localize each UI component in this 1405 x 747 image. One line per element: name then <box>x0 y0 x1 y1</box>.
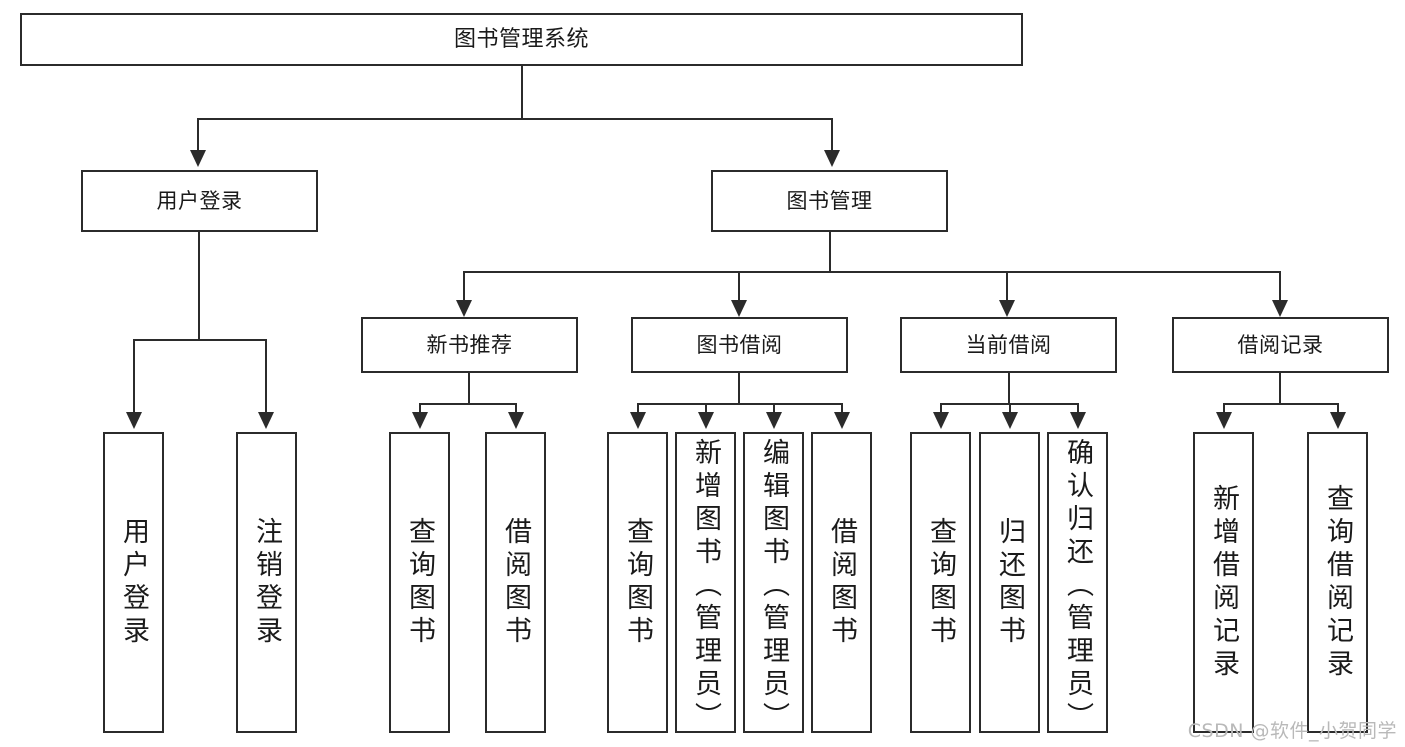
arrowhead-root-to-user-login <box>190 150 206 167</box>
node-label: 用户登录 <box>156 188 243 213</box>
connector-new-book-bus <box>419 403 517 405</box>
connector-borrow-record-leaf-1 <box>1223 403 1225 412</box>
connector-root-to-user-login <box>197 118 199 150</box>
connector-user-login-to-leaf-1 <box>133 339 135 412</box>
connector-borrow-record-leaf-2 <box>1337 403 1339 412</box>
node-label: 归还图书 <box>994 516 1025 649</box>
node-user-login[interactable]: 用户登录 <box>81 170 318 232</box>
connector-bm-to-borrow-record <box>1279 271 1281 301</box>
node-borrow-record[interactable]: 借阅记录 <box>1172 317 1389 373</box>
arrowhead-current-borrow-leaf-1 <box>933 412 949 429</box>
connector-user-login-stem <box>198 232 200 340</box>
connector-current-borrow-leaf-2 <box>1009 403 1011 412</box>
arrowhead-new-book-leaf-1 <box>412 412 428 429</box>
arrowhead-root-to-book-management <box>824 150 840 167</box>
connector-new-book-stem <box>468 373 470 404</box>
connector-root-stem <box>521 66 523 119</box>
connector-book-borrow-bus <box>637 403 842 405</box>
node-label: 用户登录 <box>118 516 149 649</box>
node-root-book-management-system[interactable]: 图书管理系统 <box>20 13 1023 66</box>
node-label: 查询图书 <box>622 516 653 649</box>
leaf-borrow-book-recommend[interactable]: 借阅图书 <box>485 432 546 733</box>
leaf-confirm-return-admin[interactable]: 确认归还（管理员） <box>1047 432 1108 735</box>
connector-root-to-book-management <box>831 118 833 150</box>
leaf-query-borrow-record[interactable]: 查询借阅记录 <box>1307 432 1368 733</box>
node-label: 借阅记录 <box>1237 332 1324 357</box>
node-label: 图书借阅 <box>696 332 783 357</box>
node-label: 编辑图书（管理员） <box>758 438 789 735</box>
leaf-return-book[interactable]: 归还图书 <box>979 432 1040 733</box>
connector-current-borrow-stem <box>1008 373 1010 404</box>
arrowhead-bm-new-book <box>456 300 472 317</box>
arrowhead-bm-current-borrow <box>999 300 1015 317</box>
arrowhead-book-borrow-leaf-1 <box>630 412 646 429</box>
node-label: 借阅图书 <box>500 516 531 649</box>
node-label: 查询图书 <box>404 516 435 649</box>
arrowhead-current-borrow-leaf-3 <box>1070 412 1086 429</box>
arrowhead-bm-borrow-record <box>1272 300 1288 317</box>
connector-book-borrow-leaf-3 <box>773 403 775 412</box>
node-label: 查询借阅记录 <box>1322 483 1353 682</box>
arrowhead-bm-book-borrow <box>731 300 747 317</box>
connector-new-book-leaf-1 <box>419 403 421 412</box>
arrowhead-new-book-leaf-2 <box>508 412 524 429</box>
arrowhead-current-borrow-leaf-2 <box>1002 412 1018 429</box>
connector-book-borrow-stem <box>738 373 740 404</box>
leaf-query-book-recommend[interactable]: 查询图书 <box>389 432 450 733</box>
connector-borrow-record-stem <box>1279 373 1281 404</box>
connector-book-borrow-leaf-2 <box>705 403 707 412</box>
node-new-book-recommend[interactable]: 新书推荐 <box>361 317 578 373</box>
node-label: 借阅图书 <box>826 516 857 649</box>
node-book-borrow[interactable]: 图书借阅 <box>631 317 848 373</box>
arrowhead-borrow-record-leaf-2 <box>1330 412 1346 429</box>
leaf-add-book-admin[interactable]: 新增图书（管理员） <box>675 432 736 735</box>
arrowhead-borrow-record-leaf-1 <box>1216 412 1232 429</box>
arrowhead-user-login-leaf-1 <box>126 412 142 429</box>
node-label: 图书管理系统 <box>453 26 589 52</box>
leaf-logout[interactable]: 注销登录 <box>236 432 297 733</box>
node-label: 新增图书（管理员） <box>690 438 721 735</box>
connector-book-management-stem <box>829 232 831 272</box>
connector-bm-to-book-borrow <box>738 271 740 301</box>
connector-bm-to-new-book <box>463 271 465 301</box>
node-label: 注销登录 <box>251 516 282 649</box>
node-current-borrow[interactable]: 当前借阅 <box>900 317 1117 373</box>
arrowhead-book-borrow-leaf-3 <box>766 412 782 429</box>
arrowhead-user-login-leaf-2 <box>258 412 274 429</box>
connector-current-borrow-leaf-3 <box>1077 403 1079 412</box>
node-label: 图书管理 <box>786 188 873 213</box>
connector-root-bus <box>197 118 833 120</box>
node-book-management[interactable]: 图书管理 <box>711 170 948 232</box>
arrowhead-book-borrow-leaf-4 <box>834 412 850 429</box>
connector-current-borrow-leaf-1 <box>940 403 942 412</box>
watermark: CSDN @软件_小贺同学 <box>1187 720 1397 742</box>
node-label: 确认归还（管理员） <box>1062 438 1093 735</box>
leaf-add-borrow-record[interactable]: 新增借阅记录 <box>1193 432 1254 733</box>
connector-book-management-bus <box>463 271 1281 273</box>
leaf-query-book-borrow[interactable]: 查询图书 <box>607 432 668 733</box>
connector-book-borrow-leaf-4 <box>841 403 843 412</box>
node-label: 当前借阅 <box>965 332 1052 357</box>
connector-new-book-leaf-2 <box>515 403 517 412</box>
leaf-edit-book-admin[interactable]: 编辑图书（管理员） <box>743 432 804 735</box>
arrowhead-book-borrow-leaf-2 <box>698 412 714 429</box>
connector-bm-to-current-borrow <box>1006 271 1008 301</box>
leaf-user-login[interactable]: 用户登录 <box>103 432 164 733</box>
node-label: 新增借阅记录 <box>1208 483 1239 682</box>
leaf-query-book-current[interactable]: 查询图书 <box>910 432 971 733</box>
node-label: 查询图书 <box>925 516 956 649</box>
leaf-borrow-book[interactable]: 借阅图书 <box>811 432 872 733</box>
connector-book-borrow-leaf-1 <box>637 403 639 412</box>
node-label: 新书推荐 <box>426 332 513 357</box>
connector-user-login-to-leaf-2 <box>265 339 267 412</box>
connector-user-login-bus <box>133 339 266 341</box>
connector-borrow-record-bus <box>1223 403 1339 405</box>
